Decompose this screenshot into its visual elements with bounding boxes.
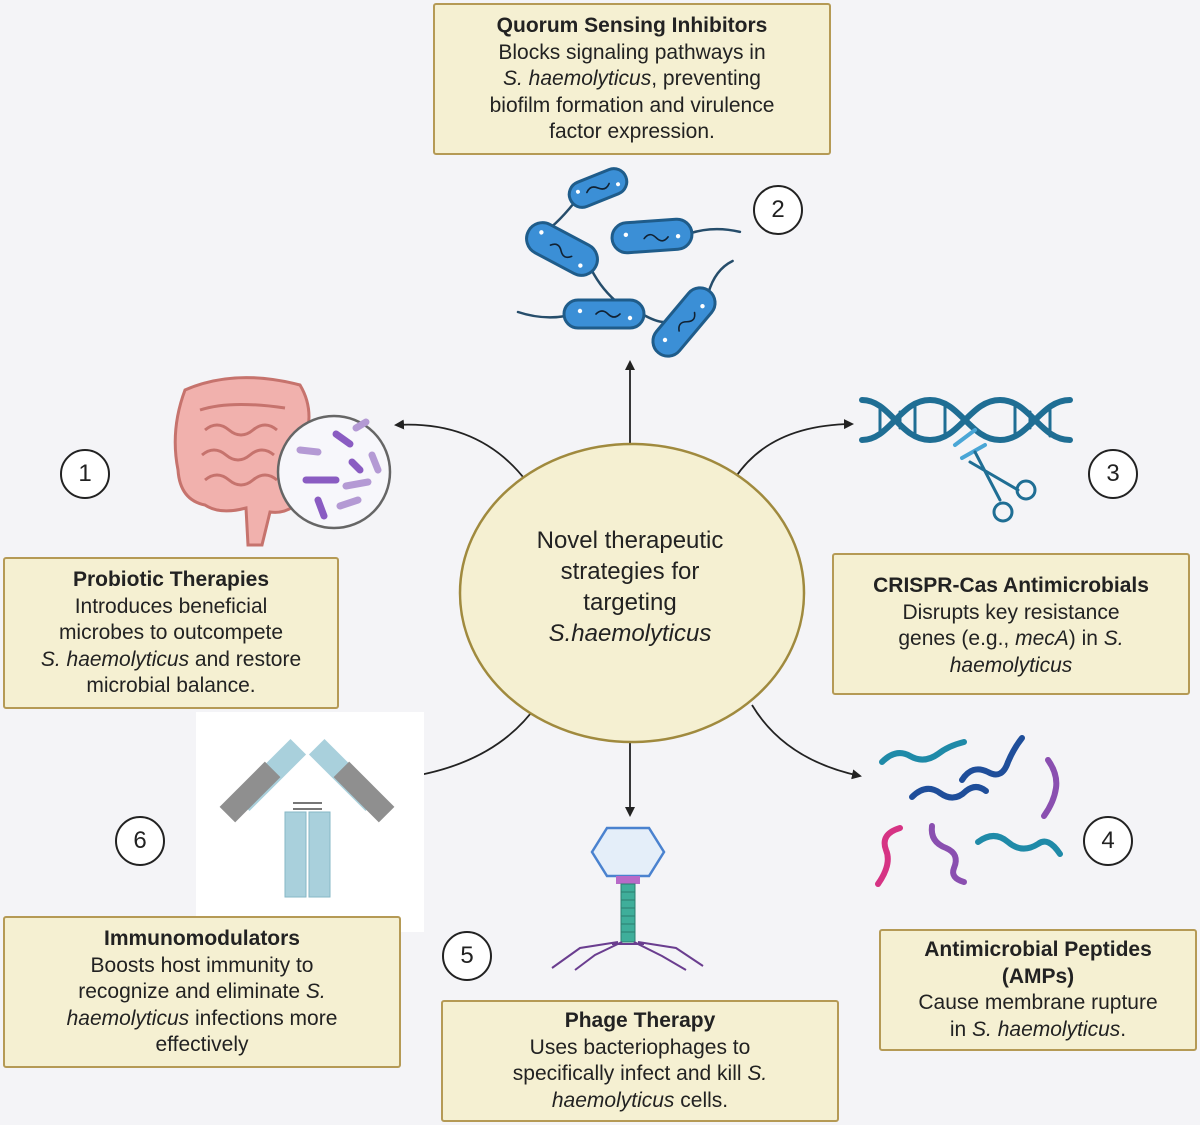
crispr-text-line-1: Disrupts key resistance <box>902 600 1120 624</box>
probiotic-text-line-3: S. haemolyticus and restore <box>15 647 327 674</box>
probiotic-text-line-4: microbial balance. <box>86 674 256 697</box>
quorum-text-line-3: biofilm formation and virulence <box>489 93 775 117</box>
probiotic-text-line-1: Introduces beneficial <box>74 594 268 618</box>
immuno-text-line-1: Boosts host immunity to <box>90 953 314 977</box>
phage-title: Phage Therapy <box>564 1009 716 1032</box>
number-badge-3: 3 <box>1088 449 1138 499</box>
phage-text-line-2: specifically infect and kill S. <box>453 1061 827 1088</box>
peptide-squiggles-icon <box>875 735 1063 887</box>
probiotic-text-line-2: microbes to outcompete <box>58 621 284 644</box>
immuno-text-line-4: effectively <box>155 1033 249 1056</box>
center-line-3: targeting <box>583 589 677 616</box>
center-ellipse <box>458 442 806 744</box>
phage-therapy-box: Phage Therapy Uses bacteriophages to spe… <box>441 1000 839 1122</box>
phage-text-line-2a: specifically infect and kill <box>512 1062 748 1085</box>
arrow-to-crispr <box>734 419 854 479</box>
quorum-title: Quorum Sensing Inhibitors <box>496 14 768 37</box>
immuno-organism-a: S. <box>305 980 326 1003</box>
center-line-1: Novel therapeutic <box>536 527 724 554</box>
immuno-text-line-2a: recognize and eliminate <box>78 980 306 1003</box>
rod-bacteria-icon <box>516 167 742 358</box>
crispr-gene: mecA <box>1015 627 1069 650</box>
quorum-organism: S. haemolyticus <box>503 67 652 90</box>
number-badge-2: 2 <box>753 185 803 235</box>
amp-text-line-2b: . <box>1120 1017 1127 1041</box>
quorum-text-line-4: factor expression. <box>549 120 715 143</box>
crispr-organism-b: haemolyticus <box>949 653 1073 677</box>
antibody-icon <box>196 712 424 932</box>
number-badge-1: 1 <box>60 449 110 499</box>
arrow-to-amp <box>751 704 862 780</box>
probiotic-box: Probiotic Therapies Introduces beneficia… <box>3 557 339 709</box>
immuno-title: Immunomodulators <box>103 927 300 950</box>
crispr-box: CRISPR-Cas Antimicrobials Disrupts key r… <box>832 553 1190 695</box>
center-line-2: strategies for <box>560 558 700 585</box>
bacteriophage-icon <box>551 826 704 971</box>
intestine-microbes-icon <box>173 376 392 547</box>
immuno-text-line-3b: infections more <box>189 1006 338 1030</box>
amp-organism: S. haemolyticus <box>972 1017 1121 1041</box>
phage-organism-b: haemolyticus <box>551 1088 675 1112</box>
crispr-text-line-2b: ) in <box>1068 627 1104 650</box>
number-badge-6: 6 <box>115 816 165 866</box>
quorum-text-line-2: S. haemolyticus, preventing <box>445 66 819 93</box>
immuno-text-line-2: recognize and eliminate S. <box>15 979 389 1006</box>
amp-title-line-1: Antimicrobial Peptides <box>924 938 1152 961</box>
arrow-to-probiotic <box>394 419 528 483</box>
crispr-organism-a: S. <box>1103 627 1124 650</box>
immuno-organism-b: haemolyticus <box>66 1006 190 1030</box>
probiotic-text-line-3b: and restore <box>189 647 302 671</box>
phage-text-line-3b: cells. <box>674 1088 729 1112</box>
phage-text-line-3: haemolyticus cells. <box>453 1088 827 1115</box>
number-badge-5: 5 <box>442 931 492 981</box>
center-line-4: S.haemolyticus <box>548 620 712 647</box>
probiotic-organism: S. haemolyticus <box>40 647 190 671</box>
phage-text-line-1: Uses bacteriophages to <box>529 1035 751 1059</box>
amp-title-line-2: (AMPs) <box>1001 964 1075 988</box>
amp-text-line-2: in S. haemolyticus. <box>891 1017 1185 1044</box>
center-title: Novel therapeutic strategies for targeti… <box>470 525 790 649</box>
probiotic-title: Probiotic Therapies <box>72 568 270 591</box>
quorum-text-line-1: Blocks signaling pathways in <box>498 40 766 64</box>
number-badge-4: 4 <box>1083 816 1133 866</box>
crispr-text-line-2: genes (e.g., mecA) in S. <box>844 626 1178 653</box>
crispr-text-line-2a: genes (e.g., <box>898 627 1016 650</box>
quorum-sensing-box: Quorum Sensing Inhibitors Blocks signali… <box>433 3 831 155</box>
amp-text-line-1: Cause membrane rupture <box>918 991 1158 1014</box>
immunomodulators-box: Immunomodulators Boosts host immunity to… <box>3 916 401 1068</box>
amp-text-line-2a: in <box>949 1017 973 1041</box>
immuno-text-line-3: haemolyticus infections more <box>15 1006 389 1033</box>
quorum-text-line-2b: , preventing <box>651 67 761 90</box>
dna-scissors-icon <box>859 396 1073 523</box>
crispr-title: CRISPR-Cas Antimicrobials <box>873 574 1149 597</box>
amp-box: Antimicrobial Peptides (AMPs) Cause memb… <box>879 929 1197 1051</box>
phage-organism-a: S. <box>747 1062 768 1085</box>
